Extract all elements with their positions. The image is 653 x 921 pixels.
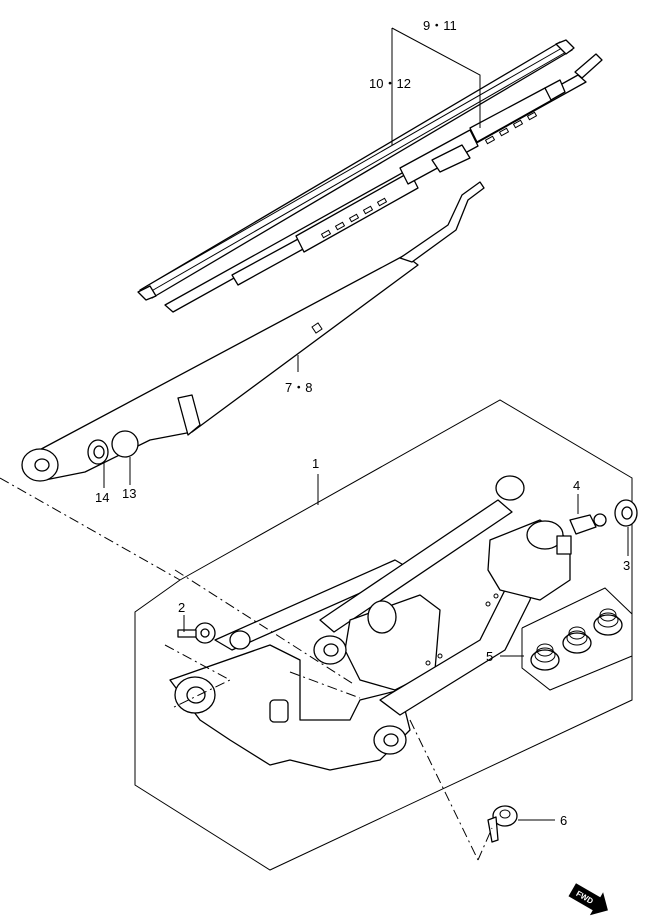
bolt-6	[487, 805, 518, 843]
wiper-blade-frame	[164, 53, 603, 313]
callout-1: 1	[312, 456, 319, 471]
forward-direction-arrow-icon: FWD	[568, 883, 608, 916]
pivot-nut-3	[614, 499, 638, 527]
arm-nut	[87, 439, 109, 465]
callout-7-8: 7・8	[285, 380, 312, 395]
spacer-4	[569, 513, 607, 535]
bushing	[562, 626, 592, 654]
callout-4: 4	[573, 478, 580, 493]
callout-5: 5	[486, 649, 493, 664]
callout-13: 13	[122, 486, 136, 501]
frame-slots	[320, 111, 538, 239]
callout-6: 6	[560, 813, 567, 828]
bushing	[530, 643, 560, 671]
callout-14: 14	[95, 490, 109, 505]
bushing	[593, 608, 623, 636]
wiper-linkage-assembly	[169, 475, 572, 771]
assembly-boundary-box	[134, 399, 633, 871]
callout-3: 3	[623, 558, 630, 573]
arm-cap	[111, 430, 139, 458]
callout-labels: 9・11 10・12 7・8 1 14 13 4 3 2 5 6	[95, 18, 630, 828]
leader-lines	[103, 27, 629, 821]
callout-9-11: 9・11	[423, 18, 457, 33]
wiper-arm	[21, 181, 485, 482]
callout-10-12: 10・12	[369, 76, 411, 91]
callout-2: 2	[178, 600, 185, 615]
alignment-lines	[0, 477, 493, 861]
wiper-blade	[137, 39, 575, 301]
bolt-2	[177, 622, 216, 644]
bushing-set-5	[521, 587, 633, 691]
